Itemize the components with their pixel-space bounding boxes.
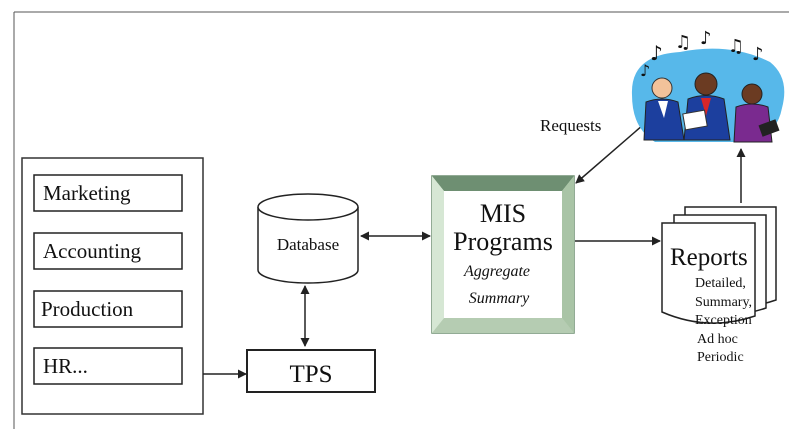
reports-stack: Reports Detailed, Summary, Exception Ad … [661, 206, 777, 365]
svg-text:♪: ♪ [650, 41, 663, 65]
reports-item-periodic: Periodic [697, 350, 744, 365]
tps-label: TPS [289, 361, 332, 388]
mis-aggregate-label: Aggregate [463, 263, 530, 280]
department-label: HR... [43, 354, 88, 378]
reports-item-adhoc: Ad hoc [697, 332, 738, 347]
department-box-marketing: Marketing [33, 174, 183, 212]
svg-text:♫: ♫ [675, 32, 691, 53]
mis-bevel-top [432, 176, 574, 191]
arrow-requests-to-mis [575, 124, 644, 184]
departments-group: Marketing Accounting Production HR... [21, 157, 204, 415]
mis-programs-block: MIS Programs Aggregate Summary [431, 175, 575, 334]
music-notes-icon: ♪ ♫ ♪ ♫ ♪ ♪ [640, 28, 764, 80]
database-cylinder: Database [257, 193, 359, 284]
svg-text:♪: ♪ [640, 61, 650, 80]
reports-item-summary: Summary, [695, 295, 752, 310]
database-label: Database [277, 235, 339, 254]
reports-item-detailed: Detailed, [695, 276, 746, 291]
department-box-production: Production [33, 290, 183, 328]
svg-text:♫: ♫ [728, 36, 744, 57]
mis-bevel-left [432, 176, 444, 333]
mis-summary-label: Summary [469, 290, 530, 307]
mis-bevel-bottom [432, 318, 574, 333]
requests-label: Requests [540, 116, 601, 135]
reports-title: Reports [670, 244, 748, 271]
reports-item-exception: Exception [695, 313, 752, 328]
mis-bevel-right [562, 176, 574, 333]
department-box-hr: HR... [33, 347, 183, 385]
tps-box: TPS [246, 349, 376, 393]
department-label: Marketing [43, 181, 131, 205]
department-box-accounting: Accounting [33, 232, 183, 270]
mis-title-line1: MIS [480, 199, 526, 228]
business-people-singing-icon: ♪ ♫ ♪ ♫ ♪ ♪ [631, 28, 785, 143]
svg-text:♪: ♪ [700, 28, 712, 49]
department-label: Accounting [43, 239, 141, 263]
mis-title-line2: Programs [453, 227, 553, 256]
report-page-front [661, 222, 756, 324]
mis-inner-panel [444, 191, 562, 318]
svg-text:♪: ♪ [752, 44, 764, 65]
department-label: Production [41, 297, 134, 321]
